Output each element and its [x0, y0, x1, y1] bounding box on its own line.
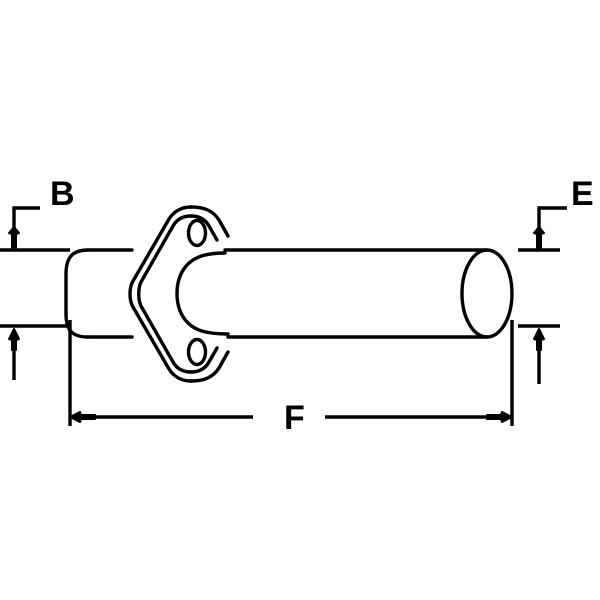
flange-bore-arc	[175, 251, 230, 336]
dimension-b-label: B	[50, 175, 75, 213]
pipe-left-end-cap	[64, 248, 90, 339]
dimension-e-lower-arrowhead	[533, 328, 545, 351]
dimension-b-arrowhead	[8, 226, 20, 249]
pipe-right-end-ellipse	[460, 248, 514, 339]
flange-outline-outer	[189, 205, 230, 238]
dimension-f-arrowhead-left	[69, 411, 96, 423]
dimension-f: F	[68, 320, 514, 437]
dimension-b: B	[0, 175, 75, 252]
mounting-flange	[128, 205, 230, 383]
flange-bolt-hole-lower	[186, 337, 208, 367]
dimension-f-label: F	[284, 399, 305, 437]
flange-outline-inner-top	[189, 214, 219, 242]
flange-bolt-hole-upper	[186, 218, 208, 248]
flange-outline-outer-left	[128, 205, 193, 383]
flange-outline-outer-lower-right	[189, 350, 230, 383]
dimension-e-lower	[518, 324, 560, 384]
flange-outline-inner-left	[137, 214, 193, 374]
flange-outline-inner-bottom	[189, 346, 219, 374]
pipe-assembly	[64, 248, 514, 339]
dimension-e-label: E	[571, 175, 594, 213]
dimension-b-leader	[12, 206, 40, 232]
dimension-e-arrowhead	[533, 226, 545, 249]
dimension-b-lower-arrowhead	[8, 328, 20, 351]
dimension-e: E	[518, 175, 594, 252]
dimension-b-lower	[0, 324, 70, 380]
dimension-e-leader	[537, 206, 567, 232]
dimension-f-arrowhead-right	[486, 411, 513, 423]
